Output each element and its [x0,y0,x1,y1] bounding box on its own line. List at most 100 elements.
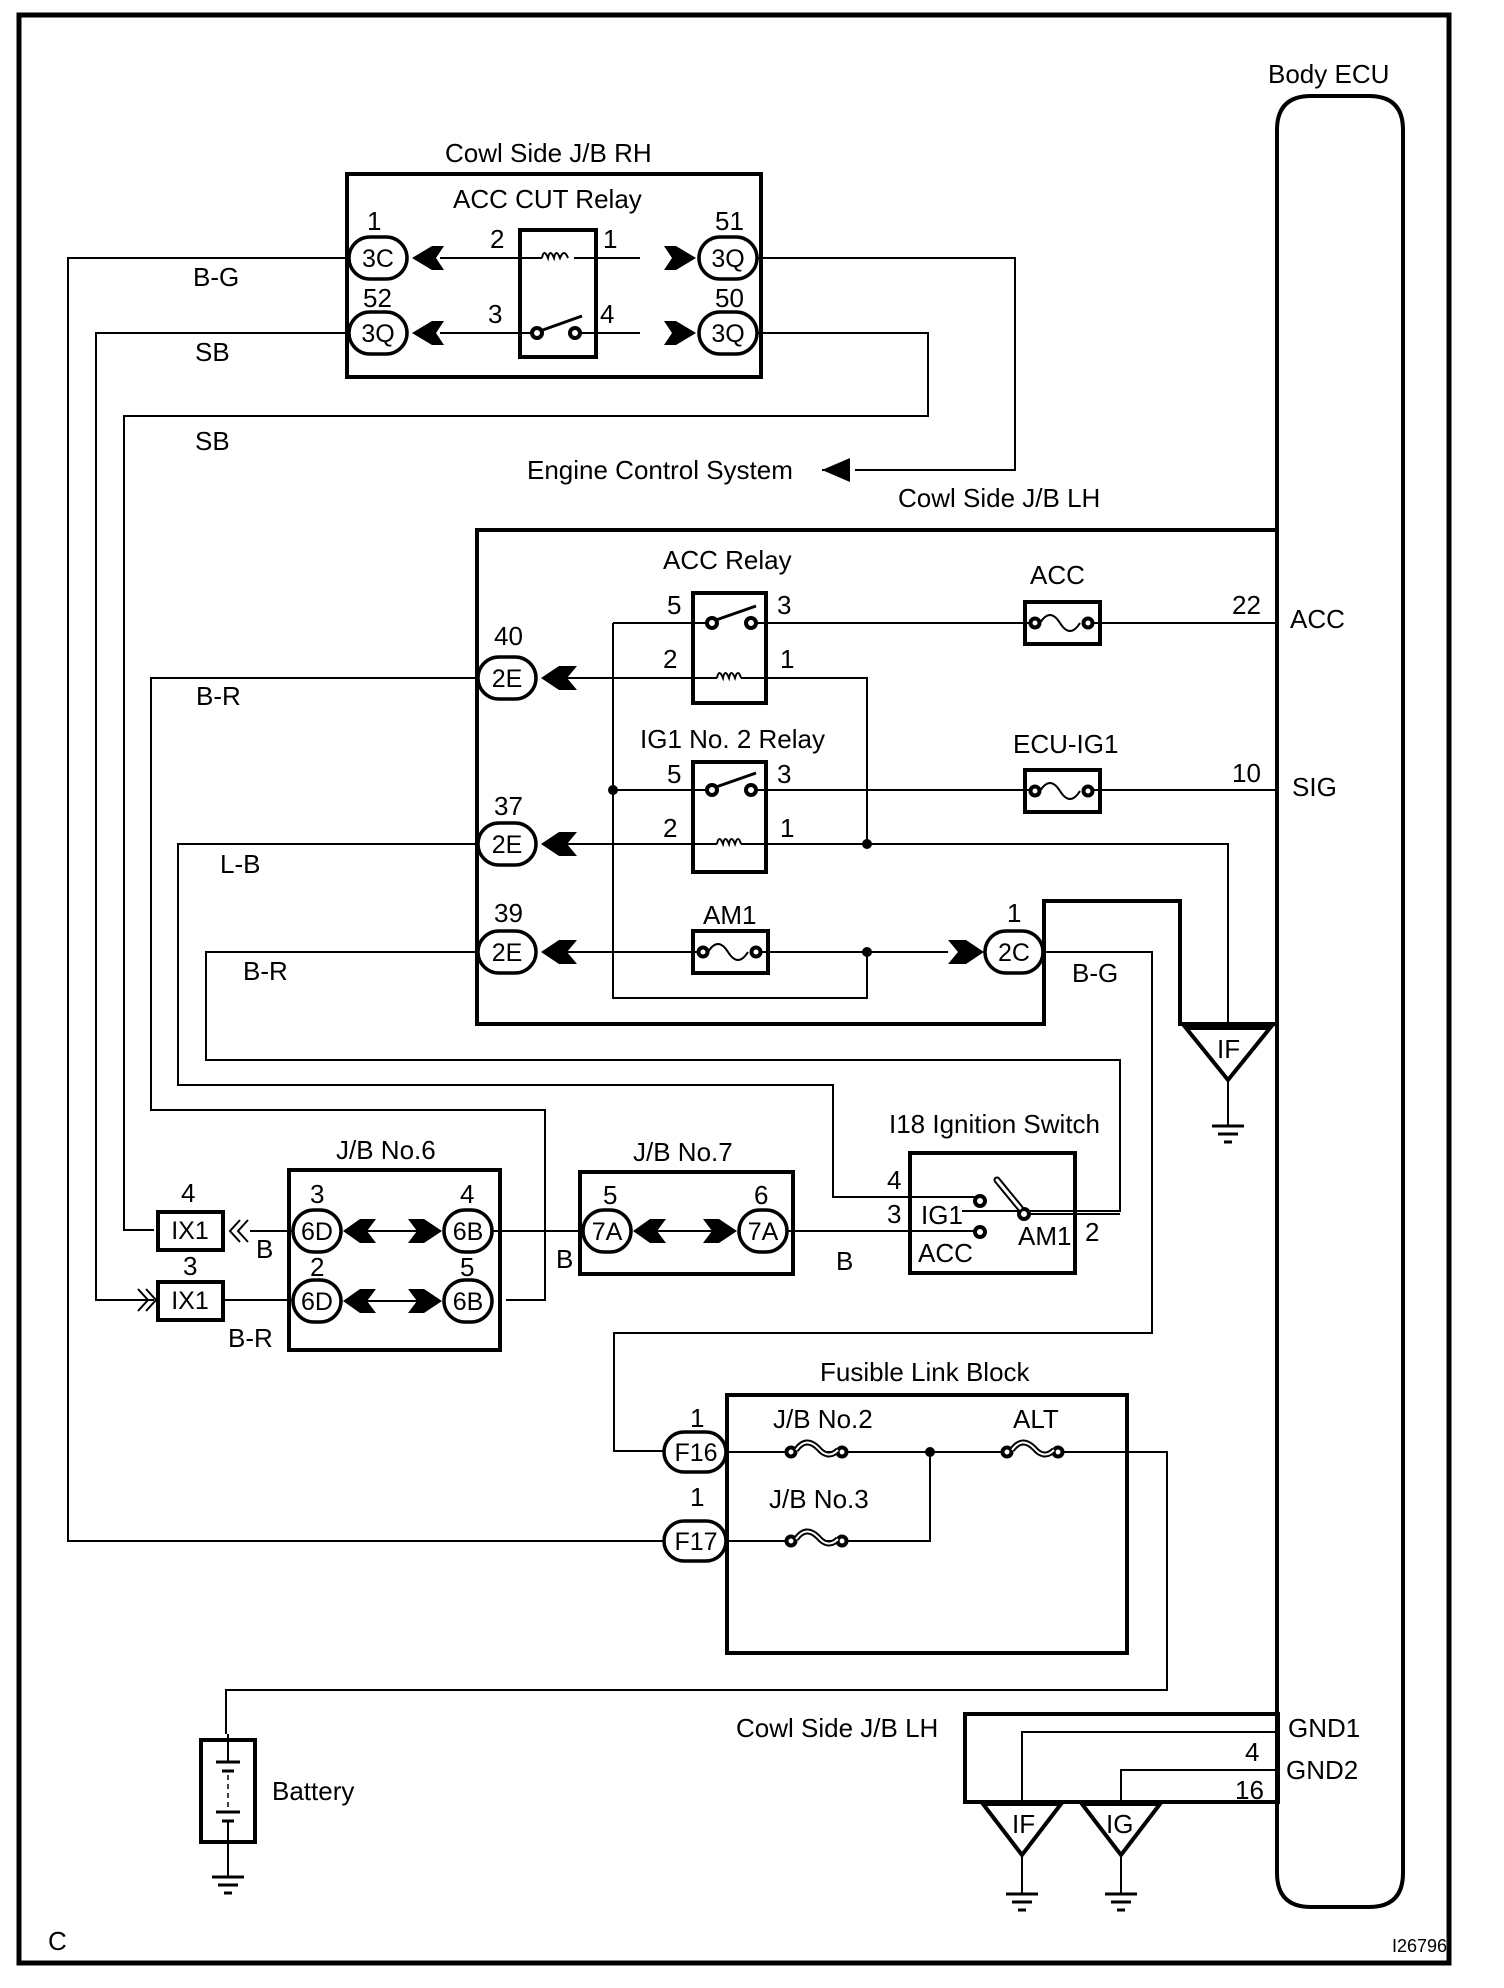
svg-text:AM1: AM1 [1018,1221,1071,1251]
relay-pin-3: 3 [488,299,502,329]
acc-relay-label: ACC Relay [663,545,792,575]
cowl-rh-title: Cowl Side J/B RH [445,138,652,168]
fuse-ecu-ig1-label: ECU-IG1 [1013,729,1118,759]
relay-pin-2: 2 [490,224,504,254]
ground-symbol-icon [1006,1892,1038,1912]
ig1-no2-relay [691,760,768,874]
wire-br-39 [205,951,1121,1212]
svg-text:J/B No.7: J/B No.7 [633,1137,733,1167]
svg-text:6B: 6B [453,1288,484,1316]
svg-text:B: B [256,1234,273,1264]
ecu-pin-gnd2-label: GND2 [1286,1755,1358,1785]
connector-arrow-icon [541,940,577,964]
fusible-link-box [725,1393,1129,1655]
svg-text:52: 52 [363,283,392,313]
fuse-am1-label: AM1 [703,900,756,930]
svg-text:Cowl Side J/B LH: Cowl Side J/B LH [736,1713,938,1743]
ecu-pin-4: 4 [1245,1737,1259,1767]
svg-text:5: 5 [667,590,681,620]
ground-if-2 [978,1802,1066,1859]
svg-text:37: 37 [494,791,523,821]
diagram-frame [16,12,1452,1966]
battery: Battery [199,1734,354,1895]
wire-label-sb: SB [195,337,230,367]
svg-text:IX1: IX1 [171,1217,209,1245]
relay-pin-1: 1 [603,224,617,254]
svg-text:5: 5 [603,1180,617,1210]
svg-text:2: 2 [1085,1217,1099,1247]
ig1-no2-relay-label: IG1 No. 2 Relay [640,724,825,754]
svg-text:6D: 6D [301,1288,333,1316]
svg-text:3: 3 [887,1199,901,1229]
body-ecu-outline [1275,94,1405,1909]
body-ecu-title: Body ECU [1268,59,1389,89]
svg-text:IG1: IG1 [921,1200,963,1230]
svg-text:2: 2 [663,813,677,843]
ecu-pin-acc-label: ACC [1290,604,1345,634]
fusible-link-jb2-icon [784,1439,849,1459]
jb-no6-box [287,1168,502,1352]
figure-id: I26796 [1392,1936,1447,1956]
connector-arrow-icon [343,1289,376,1313]
svg-text:IF: IF [1217,1034,1240,1064]
svg-text:J/B No.6: J/B No.6 [336,1135,436,1165]
fusible-link-jb3-icon [784,1528,849,1548]
jb-no7-box [578,1170,795,1276]
fuse-icon [707,943,749,961]
jb-no6: J/B No.6 3 6D 4 6B 2 6D 5 6B [287,1135,502,1352]
svg-text:IX1: IX1 [171,1287,209,1315]
svg-text:2E: 2E [492,939,523,967]
svg-text:2E: 2E [492,831,523,859]
ground-ig [1077,1802,1165,1859]
corner-label: C [48,1926,67,1956]
svg-text:3: 3 [183,1251,197,1281]
wire-sb-loop [123,332,929,1231]
svg-text:5: 5 [460,1252,474,1282]
wire-label-lb: L-B [220,849,260,879]
relay-coil-icon [541,252,569,262]
acc-relay [691,591,768,705]
fuse-acc-label: ACC [1030,560,1085,590]
ignition-switch-title: I18 Ignition Switch [889,1109,1100,1139]
connector-arrow-icon [408,1289,442,1313]
connector-arrow-icon [412,321,444,345]
connector-arrow-icon [541,832,577,856]
relay-switch-icon [715,604,757,622]
svg-text:3Q: 3Q [711,245,744,273]
jb-no7: J/B No.7 5 7A 6 7A [578,1137,795,1276]
connector-2e-37: 37 2E [476,791,577,867]
connector-2e-39: 39 2E [476,898,577,975]
connector-arrow-icon [541,666,577,690]
svg-text:1: 1 [780,813,794,843]
ecu-pin-sig-label: SIG [1292,772,1337,802]
connector-arrow-icon [343,1219,376,1243]
connector-arrow-icon [664,321,696,345]
ignition-switch-i18: I18 Ignition Switch 4 3 2 IG1 ACC AM1 [887,1109,1100,1275]
junction-dot [608,785,618,795]
wire-bg-to-f17 [67,257,666,1542]
fusible-link-block: Fusible Link Block 1 F16 1 F17 J/B No.2 … [225,1357,1168,1734]
wire-label-br: B-R [196,681,241,711]
plug-icon [228,1219,249,1243]
connector-arrow-icon [664,246,696,270]
connector-3q-52: 52 3Q [347,283,444,356]
svg-text:3: 3 [310,1179,324,1209]
connector-2c-1: 1 2C [948,898,1045,975]
svg-text:5: 5 [667,759,681,789]
svg-text:6D: 6D [301,1218,333,1246]
svg-text:1: 1 [690,1403,704,1433]
svg-text:ACC: ACC [918,1238,973,1268]
connector-arrow-icon [948,940,984,964]
svg-text:4: 4 [887,1165,901,1195]
wire-label-bg-2c: B-G [1072,958,1118,988]
svg-text:3C: 3C [362,245,394,273]
wire-sb-to-ix1 [95,332,349,1301]
ground-if [1181,1026,1275,1084]
ground-symbol-icon [1212,1124,1244,1144]
svg-text:4: 4 [460,1179,474,1209]
svg-text:6B: 6B [453,1218,484,1246]
svg-text:7A: 7A [592,1218,623,1246]
wire-label-sb-2: SB [195,426,230,456]
svg-text:3: 3 [777,759,791,789]
